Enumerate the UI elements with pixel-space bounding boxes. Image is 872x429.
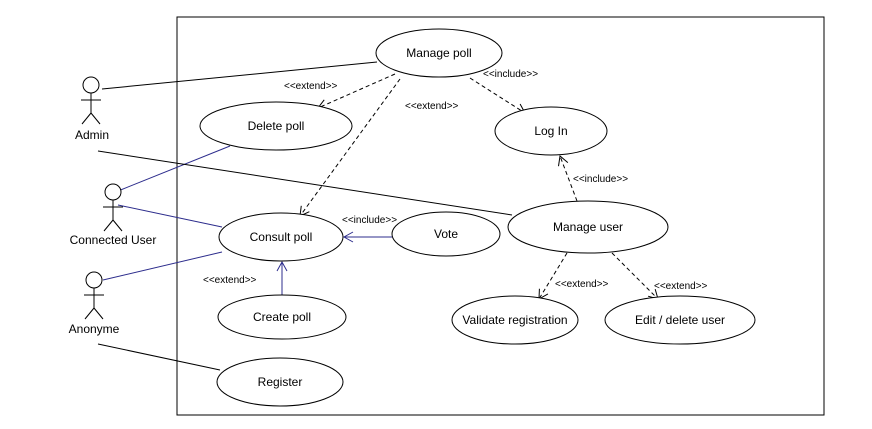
use-case-label: Edit / delete user xyxy=(635,313,725,327)
extend-arrow-manage-to-consult xyxy=(299,78,401,217)
relation-label-include-vote: <<include>> xyxy=(342,215,397,226)
association-connected-consult-poll xyxy=(117,204,223,228)
actor-anonyme xyxy=(84,271,104,320)
relation-label-include-manageuser-login: <<include>> xyxy=(573,174,628,185)
actor-head xyxy=(85,271,103,289)
use-case-label: Consult poll xyxy=(250,230,313,244)
use-case-label: Manage poll xyxy=(406,46,471,60)
association-admin-manage-poll xyxy=(101,61,378,90)
use-case-log-in: Log In xyxy=(494,106,608,156)
actor-label-anonyme: Anonyme xyxy=(69,322,120,336)
relation-label-extend-delete: <<extend>> xyxy=(284,81,338,92)
use-case-consult-poll: Consult poll xyxy=(218,212,344,262)
use-case-create-poll: Create poll xyxy=(217,294,347,340)
relation-labels: <<extend>> <<include>> <<extend>> <<incl… xyxy=(203,69,708,292)
relation-label-include-login: <<include>> xyxy=(483,69,538,80)
association-anonyme-register xyxy=(97,343,221,371)
actor-head xyxy=(104,183,122,201)
associations xyxy=(97,61,513,371)
use-case-validate-registration: Validate registration xyxy=(451,295,579,345)
use-case-manage-user: Manage user xyxy=(507,200,669,254)
use-case-label: Register xyxy=(258,375,303,389)
use-case-label: Log In xyxy=(534,124,567,138)
actor-head xyxy=(82,76,100,94)
association-anonyme-consult-poll xyxy=(102,251,223,281)
dependencies xyxy=(276,73,659,300)
use-case-label: Vote xyxy=(434,227,458,241)
relation-label-extend-edit: <<extend>> xyxy=(654,281,708,292)
include-arrow-manage-to-login xyxy=(469,77,526,114)
actor-admin xyxy=(81,76,101,125)
extend-arrow-manageuser-to-validate xyxy=(538,252,568,300)
use-cases: Manage poll Delete poll Log In Consult p… xyxy=(199,28,756,407)
association-connected-delete-poll xyxy=(117,145,231,192)
extend-arrow-manage-to-delete xyxy=(317,73,396,110)
association-admin-manage-user xyxy=(97,150,513,216)
include-arrow-manageuser-to-login xyxy=(558,155,578,202)
use-case-delete-poll: Delete poll xyxy=(199,101,353,151)
use-case-label: Validate registration xyxy=(462,313,567,327)
use-case-label: Delete poll xyxy=(248,119,305,133)
use-case-register: Register xyxy=(216,357,344,407)
relation-label-extend-create: <<extend>> xyxy=(203,275,257,286)
relation-label-extend-consult: <<extend>> xyxy=(405,101,459,112)
use-case-edit-delete-user: Edit / delete user xyxy=(604,295,756,345)
actor-label-connected-user: Connected User xyxy=(70,233,157,247)
use-case-vote: Vote xyxy=(391,211,501,257)
use-case-label: Create poll xyxy=(253,310,311,324)
use-case-label: Manage user xyxy=(553,220,623,234)
use-case-manage-poll: Manage poll xyxy=(375,28,503,78)
relation-label-extend-validate: <<extend>> xyxy=(555,279,609,290)
actor-label-admin: Admin xyxy=(75,128,109,142)
extend-arrow-manageuser-to-edit xyxy=(611,252,659,300)
actor-connected-user xyxy=(103,183,123,232)
system-boundary xyxy=(176,16,825,416)
